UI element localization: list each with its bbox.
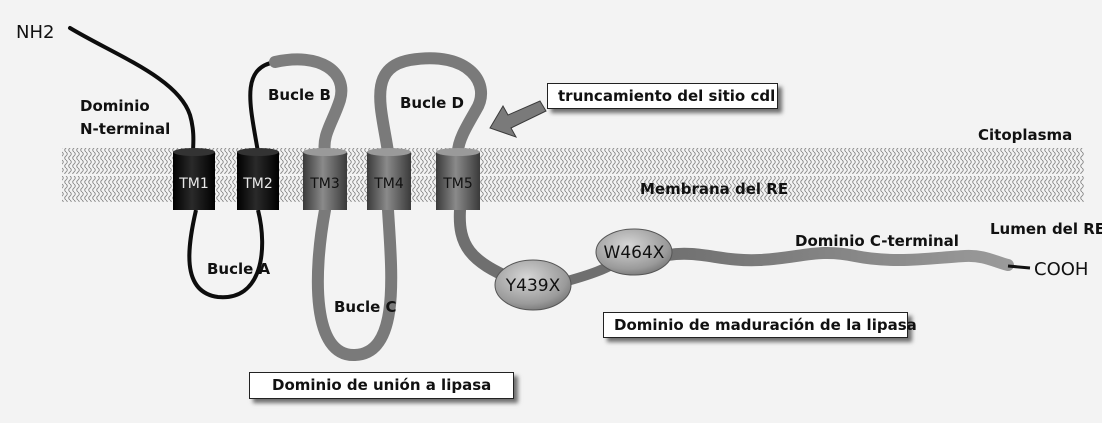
loop-c-label: Bucle C: [334, 298, 397, 316]
tm3-label: TM3: [309, 176, 340, 192]
truncation-callout-text: truncamiento del sitio cdl: [558, 87, 775, 105]
lipase-maturation-callout-text: Dominio de maduración de la lipasa: [614, 316, 917, 334]
membrane-bilayer: [62, 148, 1084, 202]
tm2-segment: TM2: [237, 148, 279, 210]
tm5-label: TM5: [442, 176, 473, 192]
lipase-maturation-callout: Dominio de maduración de la lipasa: [603, 312, 908, 338]
mutation-w464x: W464X: [596, 229, 672, 275]
n-terminal-domain-line2: N-terminal: [80, 120, 170, 138]
c-terminal-line: [1008, 266, 1030, 268]
tm2-label: TM2: [242, 176, 273, 192]
loop-a: [189, 210, 262, 297]
c-terminal-domain-label: Dominio C-terminal: [795, 232, 959, 250]
c-terminal-tail: [668, 253, 1008, 265]
loop-d-label: Bucle D: [400, 94, 464, 112]
tm1-segment: TM1: [173, 148, 215, 210]
loop-b-label: Bucle B: [268, 86, 331, 104]
lipase-binding-callout: Dominio de unión a lipasa: [249, 372, 514, 399]
truncation-callout: truncamiento del sitio cdl: [547, 83, 778, 109]
n-terminal-domain-line1: Dominio: [80, 97, 150, 115]
loop-c: [318, 210, 391, 355]
tm5-segment: TM5: [436, 148, 480, 210]
cooh-label: COOH: [1034, 259, 1088, 280]
mutation-w464x-label: W464X: [604, 243, 665, 263]
loop-b-gray: [275, 59, 341, 152]
membrane-label: Membrana del RE: [640, 180, 788, 198]
lipase-binding-callout-text: Dominio de unión a lipasa: [272, 376, 491, 394]
mutation-y439x: Y439X: [495, 260, 571, 310]
truncation-arrow: [490, 101, 546, 137]
tm3-segment: TM3: [303, 148, 347, 210]
tm4-label: TM4: [373, 176, 404, 192]
loop-a-label: Bucle A: [207, 260, 271, 278]
tm4-segment: TM4: [367, 148, 411, 210]
lumen-label: Lumen del RE: [990, 220, 1102, 238]
loop-b: [250, 62, 275, 152]
cytoplasm-label: Citoplasma: [978, 126, 1072, 144]
mutation-y439x-label: Y439X: [505, 276, 561, 296]
tm1-label: TM1: [178, 176, 209, 192]
nh2-label: NH2: [16, 22, 54, 43]
